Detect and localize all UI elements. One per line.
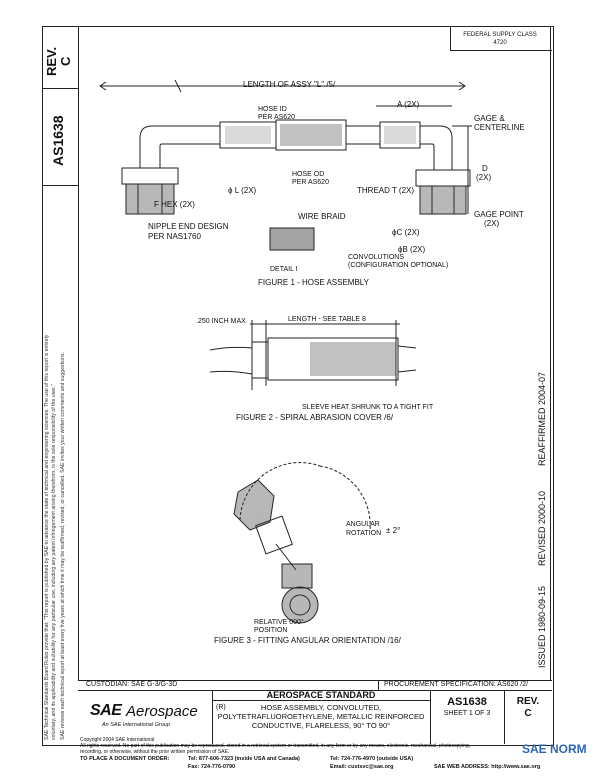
sae-logo: SAE bbox=[90, 702, 122, 719]
footer-web: SAE WEB ADDRESS: http://www.sae.org bbox=[434, 764, 541, 770]
fig1-f-hex: F HEX (2X) bbox=[154, 200, 195, 209]
fig1-per-nas1760: PER NAS1760 bbox=[148, 232, 201, 241]
fig1-gage-point: GAGE POINT bbox=[474, 210, 524, 219]
fig2-length-table: LENGTH - SEE TABLE 8 bbox=[288, 316, 366, 323]
federal-supply-class: FEDERAL SUPPLY CLASS bbox=[463, 32, 537, 38]
title-line-3: CONDUCTIVE, FLARELESS, 90° TO 90° bbox=[251, 721, 391, 730]
fig1-gage-point-2x: (2X) bbox=[484, 219, 500, 228]
fsc-box-left bbox=[450, 26, 451, 50]
fig1-hose-id: HOSE ID bbox=[258, 106, 287, 113]
left-strip-rule-1 bbox=[42, 88, 78, 89]
fig2-inch-max: .250 INCH MAX bbox=[196, 318, 246, 325]
revised-date: REVISED 2000-10 bbox=[537, 490, 547, 566]
standard-rule bbox=[212, 700, 430, 701]
fig1-d-dim: D bbox=[482, 164, 488, 173]
fig1-wire-braid: WIRE BRAID bbox=[298, 212, 346, 221]
sae-norm-watermark: SAE NORM bbox=[522, 742, 587, 756]
fig3-rotation: ROTATION bbox=[346, 530, 382, 537]
aerospace-logo: Aerospace bbox=[126, 703, 198, 720]
fig3-relative: RELATIVE 000° bbox=[254, 619, 304, 626]
fig3-angular: ANGULAR bbox=[346, 521, 380, 528]
footer-rights: All rights reserved. No part of this pub… bbox=[80, 743, 471, 749]
fsc-box-bottom bbox=[450, 50, 552, 51]
right-strip-divider bbox=[550, 26, 551, 680]
fig1-centerline: CENTERLINE bbox=[474, 123, 525, 132]
fig1-a-dim: A (2X) bbox=[397, 100, 420, 109]
figure2-caption: FIGURE 2 - SPIRAL ABRASION COVER /6/ bbox=[236, 413, 394, 422]
figure3-caption: FIGURE 3 - FITTING ANGULAR ORIENTATION /… bbox=[214, 636, 401, 645]
fig1-phi-b: ϕB (2X) bbox=[398, 245, 426, 254]
fig1-gage-label: GAGE & bbox=[474, 114, 505, 123]
left-strip-rule-2 bbox=[42, 185, 78, 186]
footer-copyright: Copyright 2004 SAE International bbox=[80, 737, 155, 743]
fig3-position: POSITION bbox=[254, 627, 288, 634]
fig1-hose-od: HOSE OD bbox=[292, 171, 325, 178]
disclaimer-line-1: SAE Technical Standards Board Rules prov… bbox=[44, 334, 50, 740]
fig1-d-2x: (2X) bbox=[476, 173, 492, 182]
footer-fax: Fax: 724-776-0790 bbox=[188, 764, 236, 770]
custodian: CUSTODIAN: SAE G-3/G-3D bbox=[86, 681, 178, 688]
sheet-number: SHEET 1 OF 3 bbox=[443, 710, 491, 717]
sae-tagline: An SAE International Group bbox=[102, 722, 170, 728]
title-line-1: HOSE ASSEMBLY, CONVOLUTED, bbox=[260, 703, 382, 712]
title-divider bbox=[430, 690, 431, 744]
footer-tel1: Tel: 877-606-7323 (inside USA and Canada… bbox=[188, 756, 300, 762]
title-rev-label: REV. bbox=[516, 696, 540, 707]
fig1-detail: DETAIL I bbox=[270, 266, 298, 273]
title-line-2: POLYTETRAFLUOROETHYLENE, METALLIC REINFO… bbox=[217, 712, 425, 721]
custodian-divider bbox=[378, 680, 379, 690]
fig1-length-label: LENGTH OF ASSY "L" /5/ bbox=[243, 80, 336, 89]
disclaimer-line-2: voluntary, and its applicability and sui… bbox=[51, 384, 57, 740]
footer-tel2: Tel: 724-776-4970 (outside USA) bbox=[330, 756, 414, 762]
figure3-drawing bbox=[233, 462, 371, 624]
footer-email: Email: custsvc@sae.org bbox=[330, 764, 394, 770]
fig1-per-as620-2: PER AS620 bbox=[292, 179, 329, 186]
reaffirmed-date: REAFFIRMED 2004-07 bbox=[537, 371, 547, 466]
fig3-tolerance: ± 2° bbox=[386, 526, 401, 535]
fig1-nipple-end: NIPPLE END DESIGN bbox=[148, 222, 229, 231]
left-doc-number: AS1638 bbox=[50, 115, 66, 166]
fig1-config-optional: (CONFIGURATION OPTIONAL) bbox=[348, 262, 449, 269]
figure2-drawing bbox=[210, 320, 417, 390]
disclaimer-line-3: SAE reviews each technical report at lea… bbox=[60, 352, 66, 740]
footer-rights-2: recording, or otherwise, without the pri… bbox=[80, 749, 230, 755]
issued-date: ISSUED 1980-09-15 bbox=[537, 585, 547, 668]
fsc-number: 4720 bbox=[493, 40, 507, 46]
drawing-frame bbox=[42, 26, 554, 746]
fig1-thread-t: THREAD T (2X) bbox=[357, 186, 415, 195]
aerospace-standard: AEROSPACE STANDARD bbox=[266, 690, 376, 700]
fig1-phi-c: ϕC (2X) bbox=[392, 228, 420, 237]
left-strip-divider bbox=[78, 26, 79, 680]
fig2-sleeve: SLEEVE HEAT SHRUNK TO A TIGHT FIT bbox=[302, 404, 434, 411]
figure1-drawing bbox=[99, 79, 472, 251]
title-block-top bbox=[78, 680, 552, 681]
title-doc-number: AS1638 bbox=[447, 696, 487, 708]
title-rev-value: C bbox=[524, 708, 532, 719]
fig1-phi-l: ϕ L (2X) bbox=[228, 186, 257, 195]
figure1-caption: FIGURE 1 - HOSE ASSEMBLY bbox=[258, 278, 369, 287]
fig1-convolutions: CONVOLUTIONS bbox=[348, 254, 405, 261]
left-rev-value: C bbox=[58, 56, 73, 66]
footer-order: TO PLACE A DOCUMENT ORDER: bbox=[80, 756, 170, 762]
logo-divider bbox=[212, 690, 213, 744]
title-block-rule bbox=[78, 690, 552, 691]
number-divider bbox=[504, 690, 505, 744]
fig1-per-as620-1: PER AS620 bbox=[258, 114, 295, 121]
r-mark: (R) bbox=[216, 704, 226, 711]
left-rev-label: REV. bbox=[44, 46, 59, 76]
procurement-spec: PROCUREMENT SPECIFICATION: AS620 /2/ bbox=[384, 681, 529, 688]
